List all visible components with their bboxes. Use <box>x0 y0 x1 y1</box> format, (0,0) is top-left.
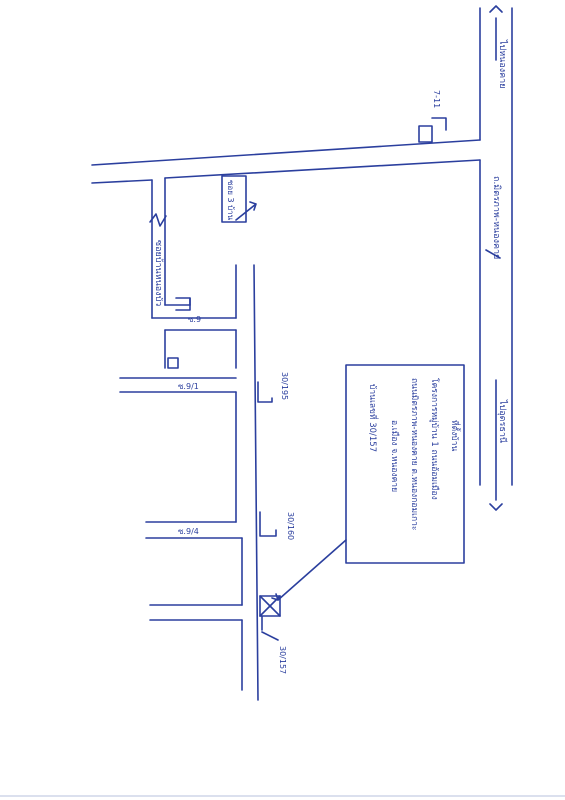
cross-road-bottom-edge-right <box>164 159 481 179</box>
note-pointer-line <box>277 539 347 601</box>
soi-9-house-marker <box>175 297 191 311</box>
label-soi-left-vertical: ซอยบ้านหนองบัว <box>153 240 164 306</box>
note-line-4: อ.เมือง จ.หนองคาย <box>389 420 400 492</box>
note-pointer-head <box>271 593 279 601</box>
note-line-2: โครงการหมู่บ้าน 1 ถนนอ้อมเมือง <box>429 378 440 500</box>
label-store-711: 7-11 <box>432 90 441 108</box>
arrow-bottom-right <box>489 379 503 511</box>
label-top-right-direction: ไปหนองคาย <box>497 39 508 88</box>
label-soi-9-4: ซ.9/4 <box>178 527 199 536</box>
store-711-flag <box>431 117 447 131</box>
label-house-30-195: 30/195 <box>280 372 289 400</box>
label-road-name-right: ถ.มิตรภาพ-หนองคาย <box>491 176 502 259</box>
house-30-195-marker <box>257 381 273 403</box>
store-711-box <box>418 125 433 143</box>
central-soi-right-edge <box>253 264 259 701</box>
cross-road-top-edge <box>91 139 481 166</box>
label-bottom-right-direction: ไปอุดรธานี <box>497 399 508 443</box>
note-line-1: ที่ตั้งบ้าน <box>449 420 461 451</box>
label-soi-small-top: ซอย 3 บ้าน <box>226 180 235 221</box>
house-30-160-marker <box>259 511 277 537</box>
house-30-157-target <box>259 595 281 617</box>
top-soi-label-box <box>221 175 247 223</box>
block-small-house <box>167 357 179 369</box>
note-line-5: บ้านเลขที่ 30/157 <box>367 384 379 452</box>
top-soi-arrow <box>235 201 257 221</box>
house-30-157-lead <box>261 631 279 641</box>
label-house-30-160: 30/160 <box>286 512 295 540</box>
arrow-road-right <box>485 249 501 259</box>
note-box <box>345 364 465 564</box>
cross-road-bottom-edge-left <box>91 179 153 184</box>
left-soi-break-mark <box>149 213 167 227</box>
arrow-up-right <box>489 5 503 61</box>
label-house-30-157: 30/157 <box>278 646 287 674</box>
note-line-3: ถนนมิตรภาพ-หนองคาย ต.หนองกอมเกาะ <box>409 378 419 530</box>
label-soi-9: ซ.9 <box>188 315 201 324</box>
label-soi-9-1: ซ.9/1 <box>178 382 199 391</box>
